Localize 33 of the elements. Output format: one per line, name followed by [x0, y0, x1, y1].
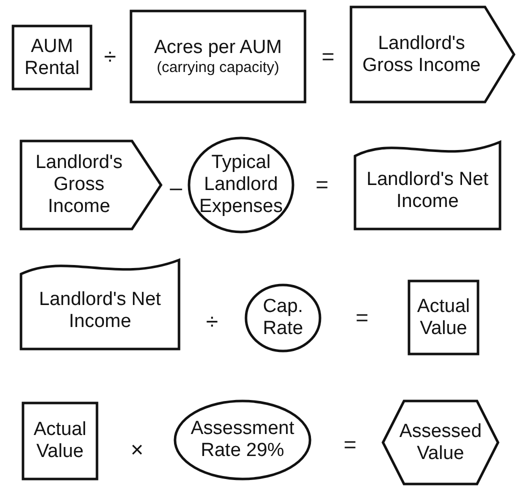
node-label: Assessment Rate 29%	[190, 418, 296, 462]
operator-sign: =	[356, 307, 368, 329]
operator-sign: ×	[130, 439, 144, 461]
node-label: (carrying capacity)	[156, 58, 280, 76]
ellipse-shape	[188, 137, 294, 233]
process-box	[408, 280, 479, 355]
node-label: Landlord's Net Income	[38, 289, 162, 333]
operator-sign: =	[344, 434, 356, 456]
process-box	[22, 402, 98, 480]
node-label: AUM Rental	[24, 36, 80, 80]
node-label: Cap. Rate	[262, 296, 304, 340]
document-shape	[354, 140, 501, 230]
ellipse-shape	[245, 284, 321, 352]
operator-sign: =	[322, 46, 334, 68]
node-label: Landlord's Net Income	[366, 169, 490, 213]
node-label: Assessed Value	[398, 420, 483, 464]
pentagon-shape	[350, 6, 515, 103]
ellipse-shape	[174, 400, 311, 480]
operator-sign: ÷	[104, 46, 116, 68]
process-box	[130, 10, 306, 103]
node-label: Acres per AUM	[154, 36, 282, 59]
node-label: Actual Value	[32, 419, 88, 463]
process-box	[12, 25, 92, 90]
hexagon-shape	[382, 400, 499, 485]
pentagon-shape	[20, 140, 162, 230]
document-shape	[20, 258, 180, 350]
node-label: Actual Value	[416, 296, 471, 340]
operator-sign: =	[316, 174, 328, 196]
operator-sign: –	[170, 177, 182, 199]
node-label: Landlord's Gross Income	[361, 32, 482, 76]
operator-sign: ÷	[206, 311, 218, 333]
node-label: Typical Landlord Expenses	[198, 152, 284, 218]
node-label: Landlord's Gross Income	[34, 152, 124, 218]
